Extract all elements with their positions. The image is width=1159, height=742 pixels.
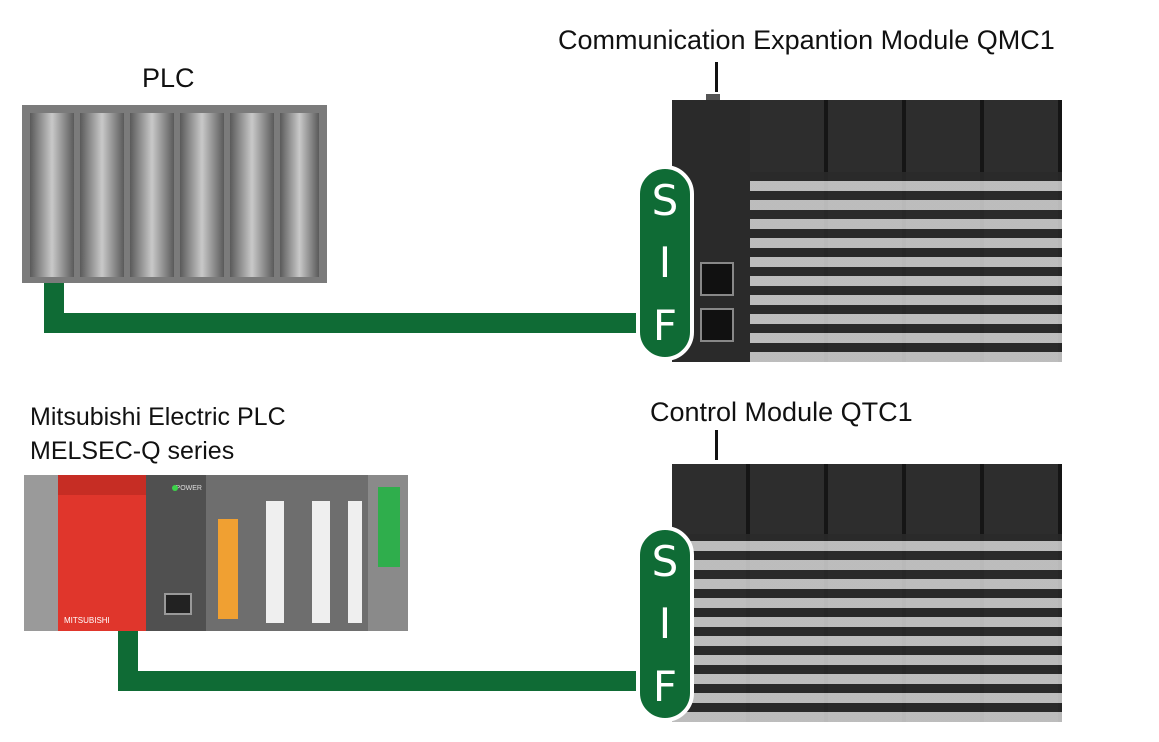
sif-letter: S xyxy=(651,175,679,225)
terminal-blocks xyxy=(672,534,1062,722)
plc-label: PLC xyxy=(142,63,195,93)
power-led xyxy=(172,485,178,491)
qmc1-pointer xyxy=(715,62,718,92)
green-module xyxy=(368,475,408,631)
power-led-label: POWER xyxy=(175,485,202,492)
qmc1-module xyxy=(672,94,750,362)
power-module-top xyxy=(58,475,146,495)
io-module-2 xyxy=(252,475,298,631)
sif-letter: I xyxy=(658,238,672,288)
io-module-4 xyxy=(344,475,368,631)
white-terminal xyxy=(348,501,362,623)
white-terminal xyxy=(312,501,330,623)
qmc1-label: Communication Expantion Module QMC1 xyxy=(558,25,1055,55)
rj45-port-icon xyxy=(700,308,734,342)
io-module-1 xyxy=(206,475,252,631)
white-terminal xyxy=(266,501,284,623)
mitsubishi-label-line2: MELSEC-Q series xyxy=(30,437,235,465)
sif-letter: I xyxy=(658,599,672,649)
sif-badge-bottom: S I F xyxy=(636,526,694,722)
cpu-module: POWER xyxy=(146,475,206,631)
sif-letter: F xyxy=(652,301,678,351)
connector-nub xyxy=(706,94,720,100)
qtc1-pointer xyxy=(715,430,718,460)
qtc1-modules xyxy=(750,100,1062,362)
sif-letter: F xyxy=(652,662,678,712)
generic-plc xyxy=(22,105,327,283)
power-supply-module: MITSUBISHI xyxy=(58,475,146,631)
qtc1-modules xyxy=(672,464,1062,722)
qtc1-rack xyxy=(672,464,1062,722)
mitsubishi-link-horizontal xyxy=(118,671,644,691)
qtc1-label: Control Module QTC1 xyxy=(650,397,913,427)
rj45-port-icon xyxy=(700,262,734,296)
sif-letter: S xyxy=(651,536,679,586)
mitsubishi-brand: MITSUBISHI xyxy=(64,616,110,625)
terminal-blocks xyxy=(750,172,1062,362)
plc-link-horizontal xyxy=(44,313,644,333)
sif-badge-top: S I F xyxy=(636,165,694,361)
ethernet-port-icon xyxy=(164,593,192,615)
mitsubishi-label-line1: Mitsubishi Electric PLC xyxy=(30,403,286,431)
mitsubishi-plc: MITSUBISHI POWER xyxy=(24,475,408,631)
io-module-3 xyxy=(298,475,344,631)
green-connector xyxy=(378,487,400,567)
orange-terminal xyxy=(218,519,238,619)
base-plate-left xyxy=(24,475,58,631)
qmc1-rack xyxy=(672,94,1062,362)
